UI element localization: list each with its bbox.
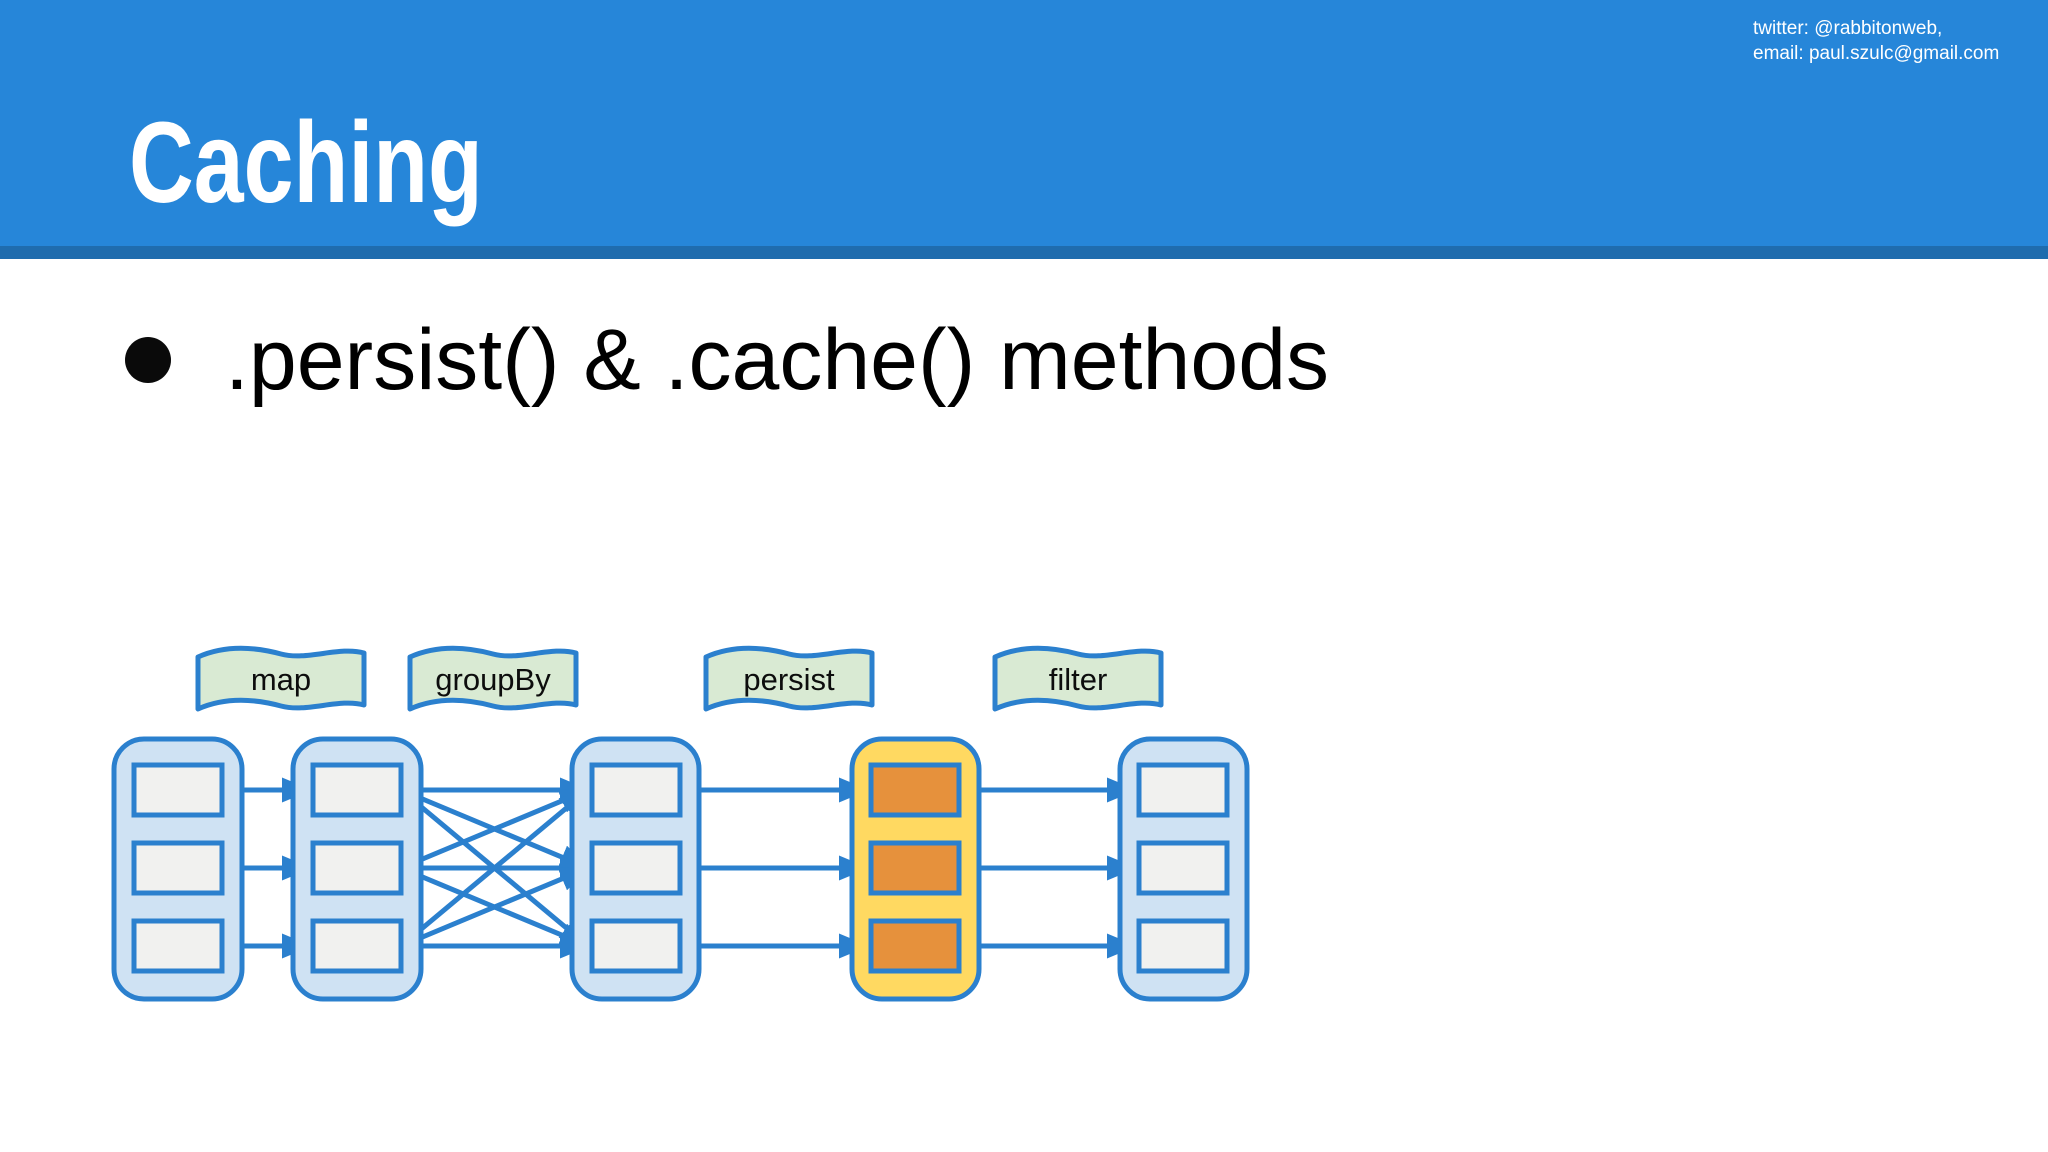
header-accent-strip	[0, 246, 2048, 259]
partition	[1136, 918, 1230, 974]
bullet-text: .persist() & .cache() methods	[225, 312, 1330, 408]
rdd-column-4-cached	[849, 736, 982, 1002]
bullet-item: .persist() & .cache() methods	[125, 312, 1329, 408]
flag-label: groupBy	[435, 662, 551, 697]
arrows-persist	[680, 777, 870, 959]
partition	[589, 762, 683, 818]
arrows-groupby-shuffle	[399, 777, 591, 959]
contact-twitter: twitter: @rabbitonweb,	[1753, 18, 1943, 39]
flag-label: filter	[1049, 662, 1108, 697]
contact-email: email: paul.szulc@gmail.com	[1753, 43, 2000, 65]
rdd-column-2	[290, 736, 424, 1002]
partition	[131, 840, 225, 896]
partition	[131, 762, 225, 818]
arrows-filter	[959, 777, 1138, 959]
bullet-dot	[125, 337, 171, 383]
flag-groupby: groupBy	[407, 645, 579, 712]
partition	[1136, 762, 1230, 818]
cached-partition	[868, 918, 962, 974]
cached-partition	[868, 840, 962, 896]
partition	[131, 918, 225, 974]
slide-header	[0, 0, 2048, 246]
rdd-column-1	[111, 736, 245, 1002]
partition	[310, 918, 404, 974]
flag-map: map	[195, 645, 367, 712]
page-title: Caching	[129, 99, 483, 227]
partition	[589, 918, 683, 974]
cached-partition	[868, 762, 962, 818]
partition	[310, 762, 404, 818]
partition	[589, 840, 683, 896]
rdd-column-3	[569, 736, 702, 1002]
contact-info: twitter: @rabbitonweb, email: paul.szulc…	[1753, 16, 1999, 66]
flag-label: map	[251, 662, 311, 697]
flag-persist: persist	[703, 645, 875, 712]
flag-label: persist	[743, 662, 835, 697]
flag-filter: filter	[992, 645, 1164, 712]
partition	[1136, 840, 1230, 896]
rdd-column-5	[1117, 736, 1250, 1002]
partition	[310, 840, 404, 896]
